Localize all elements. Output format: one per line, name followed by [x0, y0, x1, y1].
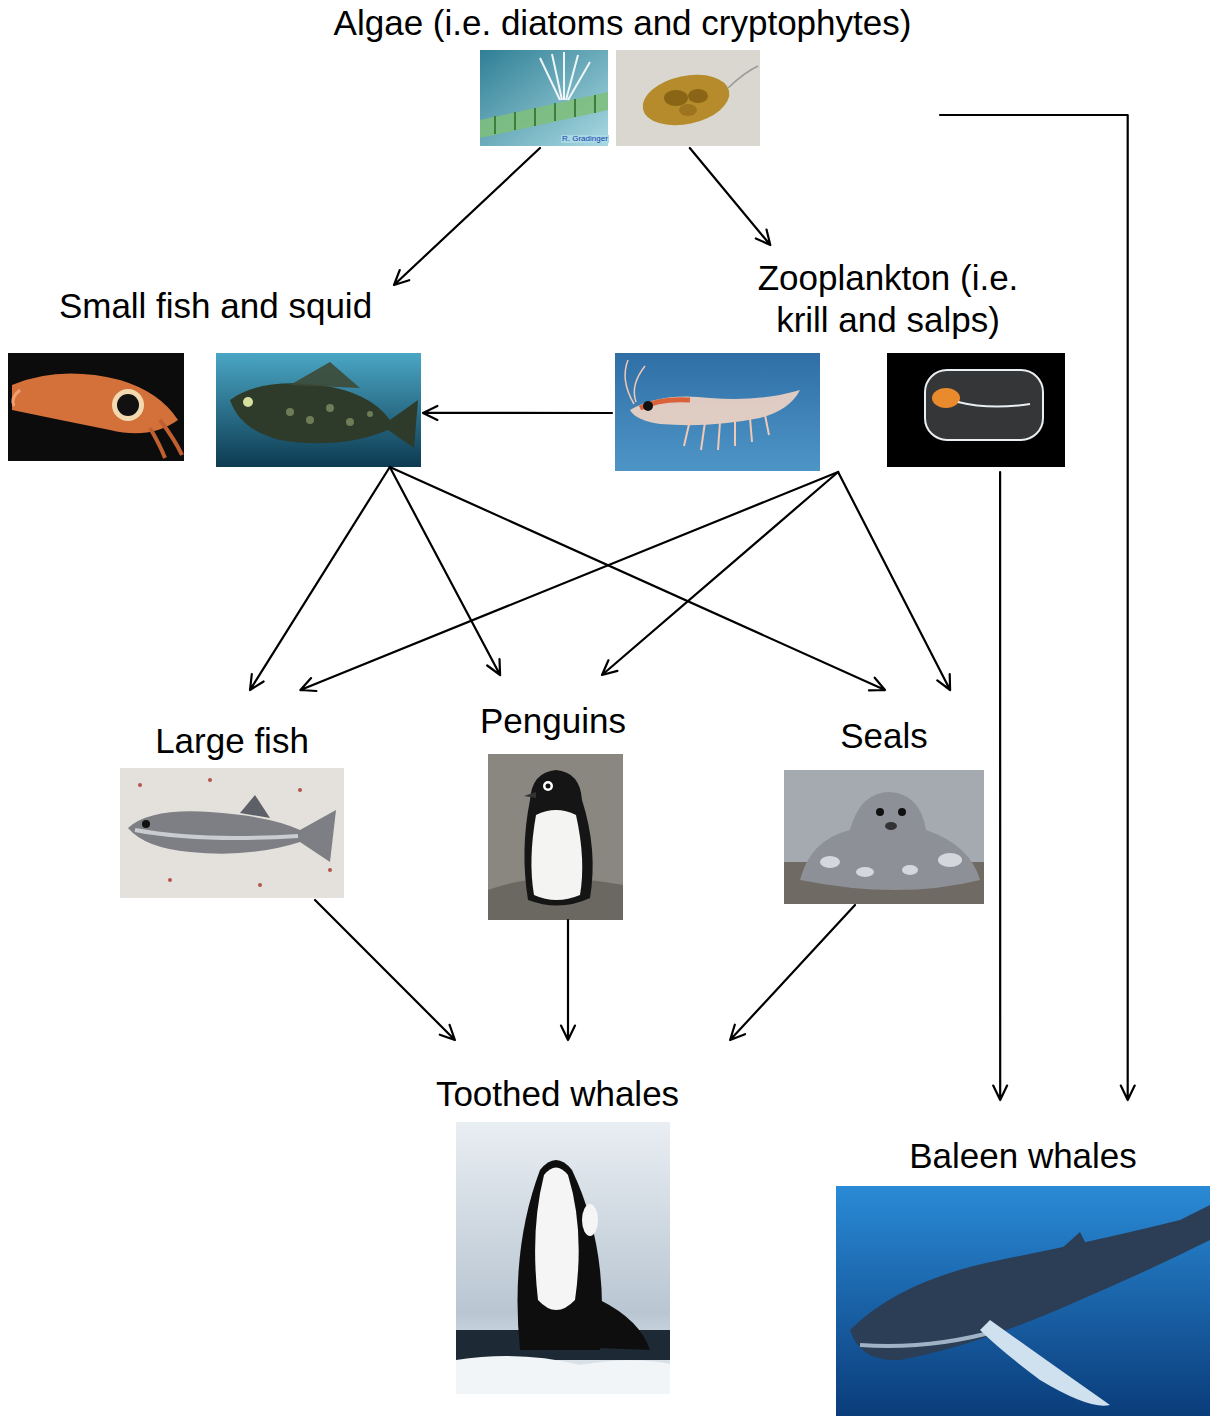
toothed-whales-node: Toothed whales: [420, 1040, 740, 1396]
species-label: Large fish: [118, 720, 346, 762]
species-label: Algae (i.e. diatoms and cryptophytes): [305, 2, 940, 44]
feeding-arrow: [390, 467, 885, 690]
species-label: Toothed whales: [420, 1073, 695, 1115]
feeding-arrow: [315, 900, 455, 1040]
feeding-arrow: [300, 472, 838, 691]
seal-photo: [784, 770, 984, 904]
feeding-arrow: [838, 472, 950, 690]
zooplankton-node: Zooplankton (i.e. krill and salps): [612, 245, 1067, 472]
baleen-whales-node: Baleen whales: [836, 1100, 1210, 1416]
squid-photo: [8, 353, 184, 461]
species-label: Small fish and squid: [8, 285, 423, 327]
orca-photo: [456, 1122, 670, 1394]
penguins-node: Penguins: [474, 675, 632, 920]
species-label: Penguins: [474, 700, 632, 742]
photo-credit: R. Gradinger: [561, 135, 609, 143]
diatom-photo: [480, 50, 608, 146]
species-label: Baleen whales: [836, 1135, 1210, 1177]
large-fish-photo: [120, 768, 344, 898]
humpback-photo: [836, 1186, 1210, 1416]
penguin-photo: [488, 754, 623, 920]
species-label: Seals: [782, 715, 986, 757]
krill-photo: [615, 353, 820, 471]
small-fish-photo: [216, 353, 421, 467]
small-fish-squid-node: Small fish and squid: [8, 285, 423, 467]
large-fish-node: Large fish: [118, 690, 346, 900]
feeding-arrow: [690, 148, 771, 245]
species-label: Zooplankton (i.e. krill and salps): [728, 257, 1048, 341]
feeding-arrow: [423, 406, 612, 420]
feeding-arrow: [993, 472, 1007, 1100]
feeding-arrow: [730, 905, 855, 1040]
feeding-arrow: [602, 472, 838, 675]
feeding-arrow: [561, 920, 575, 1040]
cryptophyte-photo: [616, 50, 760, 146]
feeding-arrow: [390, 467, 500, 675]
feeding-arrow: [394, 148, 540, 285]
seals-node: Seals: [782, 690, 986, 905]
feeding-arrow: [250, 467, 390, 690]
algae-node: Algae (i.e. diatoms and cryptophytes): [305, 0, 940, 148]
salp-photo: [887, 353, 1065, 467]
